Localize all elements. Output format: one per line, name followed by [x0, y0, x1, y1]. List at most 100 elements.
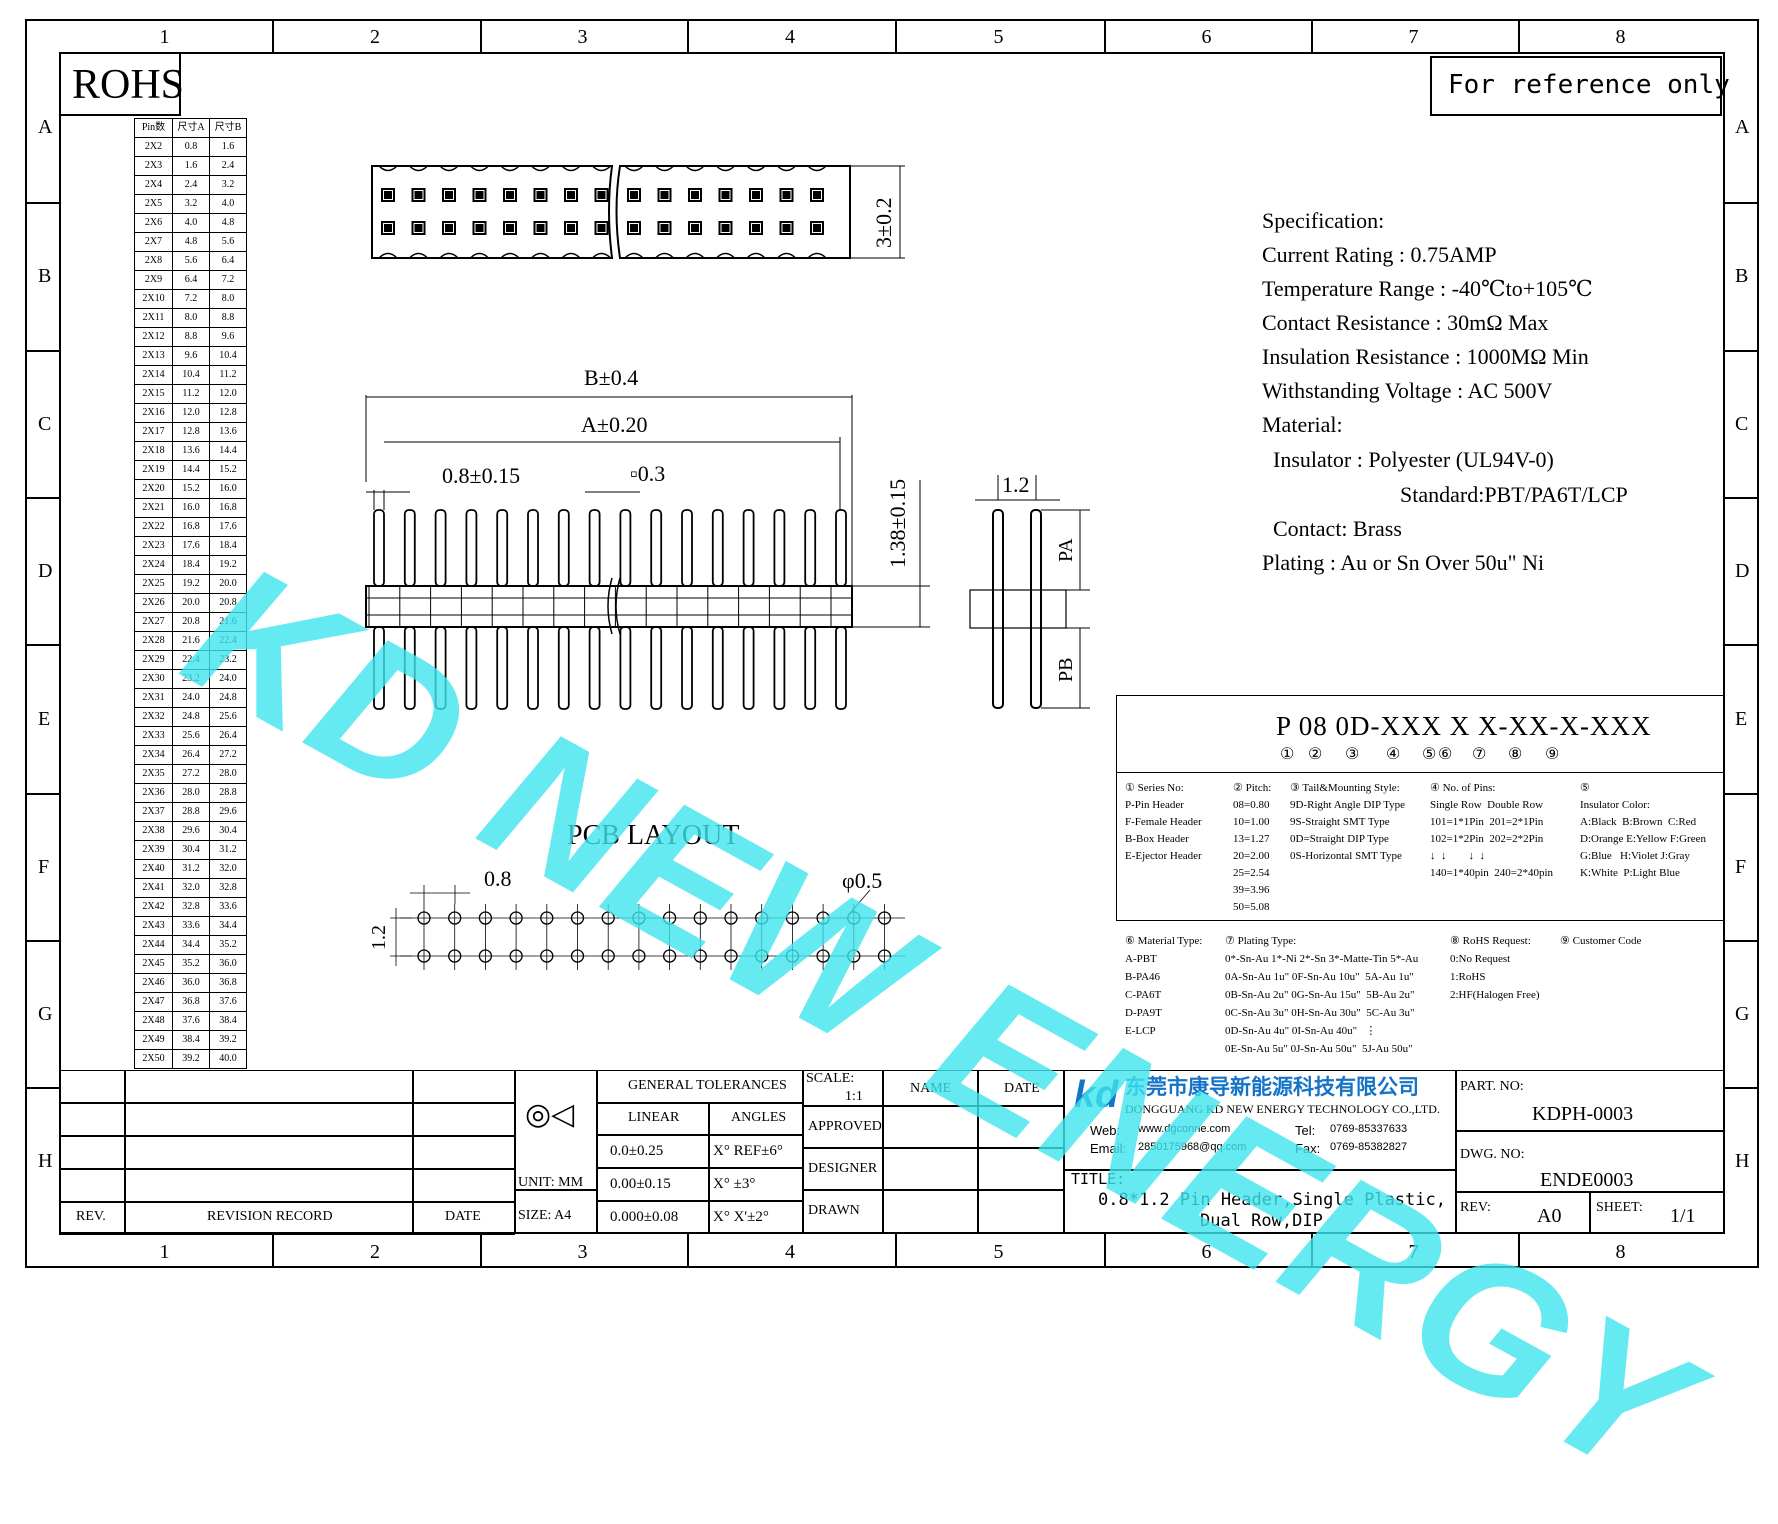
top-view-pin-core [414, 191, 423, 199]
legend-plating: 0C-Sn-Au 3u" 0H-Sn-Au 30u" 5C-Au 3u" [1225, 1007, 1415, 1019]
legend-color: G:Blue H:Violet J:Gray [1580, 850, 1690, 862]
part-no-label: PART. NO: [1460, 1079, 1524, 1094]
pcb-hole [509, 949, 523, 963]
grid-row-label: G [38, 1002, 53, 1025]
top-view-pin-core [813, 191, 821, 199]
fax-value: 0769-85382827 [1330, 1141, 1408, 1153]
grid-col-label: 7 [1408, 1241, 1419, 1263]
scale-value: 1:1 [845, 1089, 863, 1104]
grid-row-label: E [1735, 707, 1748, 730]
pcb-hole [877, 911, 892, 925]
grid-tick [1725, 940, 1758, 942]
spec-line: Current Rating : 0.75AMP [1262, 242, 1497, 267]
grid-row-label: C [1735, 412, 1749, 435]
part-code-marker: ⑨ [1545, 746, 1560, 763]
pcb-hole [755, 911, 769, 925]
grid-col-label: 7 [1408, 26, 1419, 48]
top-view-pin [718, 188, 733, 202]
grid-row-label: E [38, 707, 51, 730]
spec-line: Standard:PBT/PA6T/LCP [1400, 482, 1628, 507]
revision-record-cell [125, 1103, 413, 1136]
pcb-hole: φ0.5 [842, 868, 883, 893]
legend-material: ⑥ Material Type: [1125, 935, 1203, 947]
top-view-notch [439, 165, 459, 172]
part-code-bottom [1116, 920, 1725, 921]
front-view-pin-top [403, 509, 416, 587]
rev-cell [59, 1103, 125, 1136]
top-view-pin-core [660, 224, 669, 232]
pcb-hole [540, 949, 554, 963]
tol-linear-cell [597, 1201, 709, 1234]
grid-tick [1104, 20, 1106, 52]
title-label: TITLE: [1071, 1170, 1126, 1188]
grid-tick [1518, 20, 1520, 52]
top-view-pin-core [567, 191, 575, 199]
approval-name-cell [883, 1106, 978, 1148]
legend-pitch: ② Pitch: [1233, 782, 1272, 794]
legend-series: E-Ejector Header [1125, 850, 1202, 862]
grid-tick [1725, 793, 1758, 795]
front-view-pin-bottom [681, 626, 693, 710]
dim-pin: ▫0.3 [630, 461, 666, 486]
dwg-no-value: ENDE0003 [1540, 1169, 1634, 1191]
spec-line: Insulator : Polyester (UL94V-0) [1262, 447, 1554, 472]
legend-series: B-Box Header [1125, 833, 1189, 845]
legend-pitch: 08=0.80 [1233, 799, 1270, 811]
pcb-hole [724, 949, 738, 963]
top-view-pin-core [475, 191, 484, 199]
grid-col-label: 3 [577, 26, 588, 48]
top-view-pin-core [445, 224, 453, 232]
front-view-pin-top [681, 509, 693, 587]
pcb-hole [816, 949, 830, 963]
company-logo-icon: kd [1074, 1074, 1119, 1116]
company-name-cn: 东莞市康导新能源科技有限公司 [1125, 1076, 1419, 1099]
top-view-pin [564, 188, 578, 202]
top-view-pin-core [506, 224, 514, 232]
pcb-hole [816, 911, 830, 925]
revision-record-cell [125, 1070, 413, 1103]
approval-cell [803, 1106, 883, 1148]
date-cell [413, 1136, 515, 1169]
top-view-pin [688, 221, 702, 235]
grid-tick [26, 497, 59, 499]
top-view-notch [408, 252, 429, 259]
tel-label: Tel: [1295, 1123, 1316, 1138]
revision-record-cell [125, 1169, 413, 1202]
top-view-pin-core [660, 191, 669, 199]
grid-tick [1518, 1234, 1520, 1267]
pcb-hole [785, 949, 800, 963]
rev-cell [59, 1136, 125, 1169]
legend-material: D-PA9T [1125, 1007, 1162, 1019]
top-view-pin [381, 221, 395, 235]
dim-a: A±0.20 [581, 412, 648, 437]
tol-angle-cell [709, 1201, 803, 1234]
front-view-pin-bottom [742, 626, 755, 710]
spec-line: Material: [1262, 412, 1343, 437]
legend-plating: 0A-Sn-Au 1u" 0F-Sn-Au 10u" 5A-Au 1u" [1225, 971, 1414, 983]
part-code-box [1116, 695, 1725, 921]
name-label: NAME [910, 1081, 952, 1096]
date-head-cell [978, 1070, 1064, 1106]
grid-tick [1725, 644, 1758, 646]
sheet-value: 1/1 [1670, 1205, 1696, 1227]
top-view-notch [624, 252, 644, 259]
part-code-divider [1116, 772, 1725, 773]
legend-color: Insulator Color: [1580, 799, 1650, 811]
legend-color: D:Orange E:Yellow F:Green [1580, 833, 1706, 845]
top-view-pin [749, 221, 763, 235]
grid-tick [272, 1234, 274, 1267]
pcb-hole [448, 949, 462, 963]
title-cell [1064, 1170, 1456, 1234]
front-view-pin-bottom [619, 626, 632, 710]
pcb-hole [662, 949, 677, 963]
date-cell [413, 1202, 515, 1235]
